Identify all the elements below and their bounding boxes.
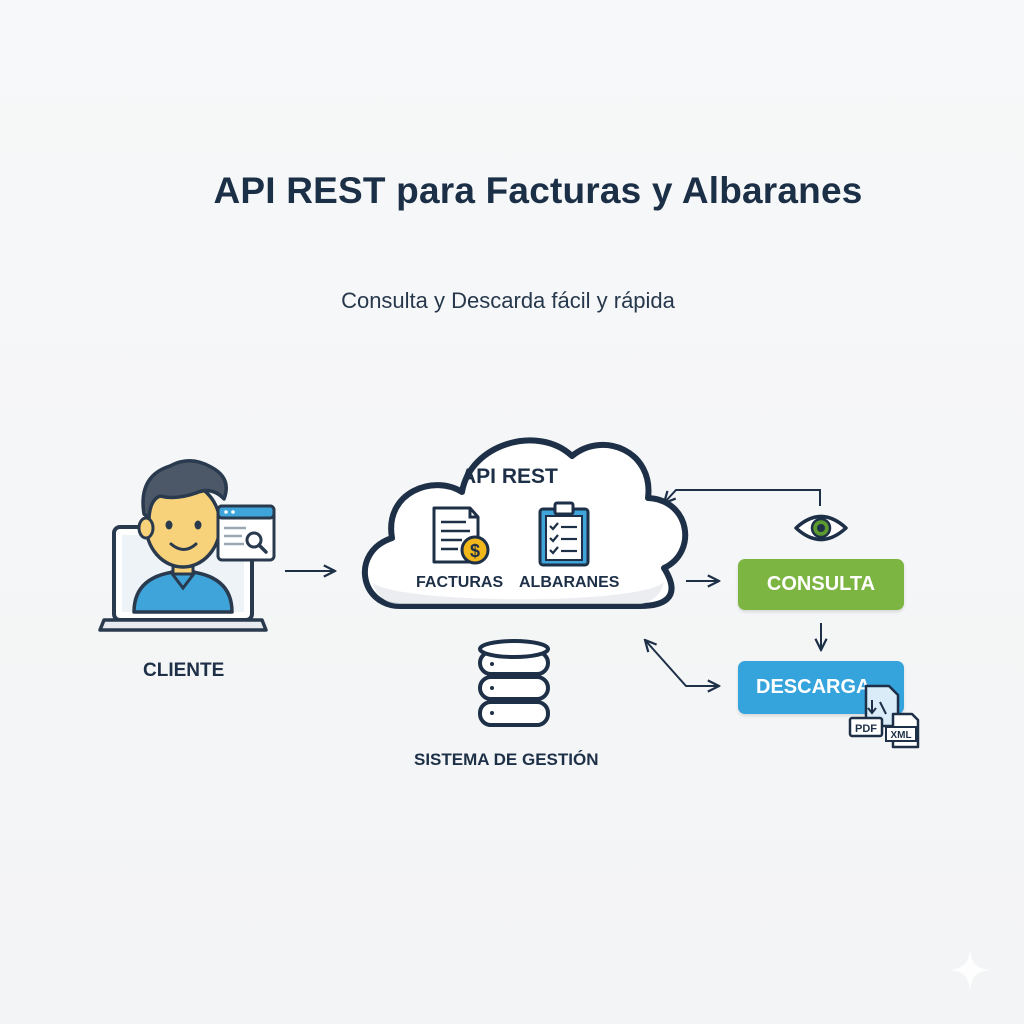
database-icon (478, 639, 550, 727)
descarga-button[interactable]: DESCARGA (738, 661, 904, 714)
consulta-button[interactable]: CONSULTA (738, 559, 904, 610)
eye-icon (794, 514, 848, 542)
invoice-dollar-icon: $ (432, 506, 490, 565)
client-label: CLIENTE (143, 660, 225, 681)
page-title: API REST para Facturas y Albaranes (213, 170, 863, 211)
sparkle-icon (950, 950, 990, 990)
cloud-api-rest (361, 437, 689, 609)
arrow-consulta-return (664, 489, 821, 506)
descarga-label: DESCARGA (756, 676, 871, 698)
consulta-label: CONSULTA (766, 573, 876, 595)
page-subtitle: Consulta y Descarda fácil y rápida (341, 288, 675, 313)
svg-text:$: $ (470, 541, 480, 561)
clipboard-checklist-icon (538, 501, 590, 567)
api-title: API REST (461, 465, 558, 488)
user-laptop-icon (98, 459, 276, 632)
arrow-api-descarga (645, 640, 719, 686)
albaranes-label: ALBARANES (519, 574, 620, 591)
database-label: SISTEMA DE GESTIÓN (414, 750, 599, 769)
facturas-label: FACTURAS (416, 574, 504, 591)
